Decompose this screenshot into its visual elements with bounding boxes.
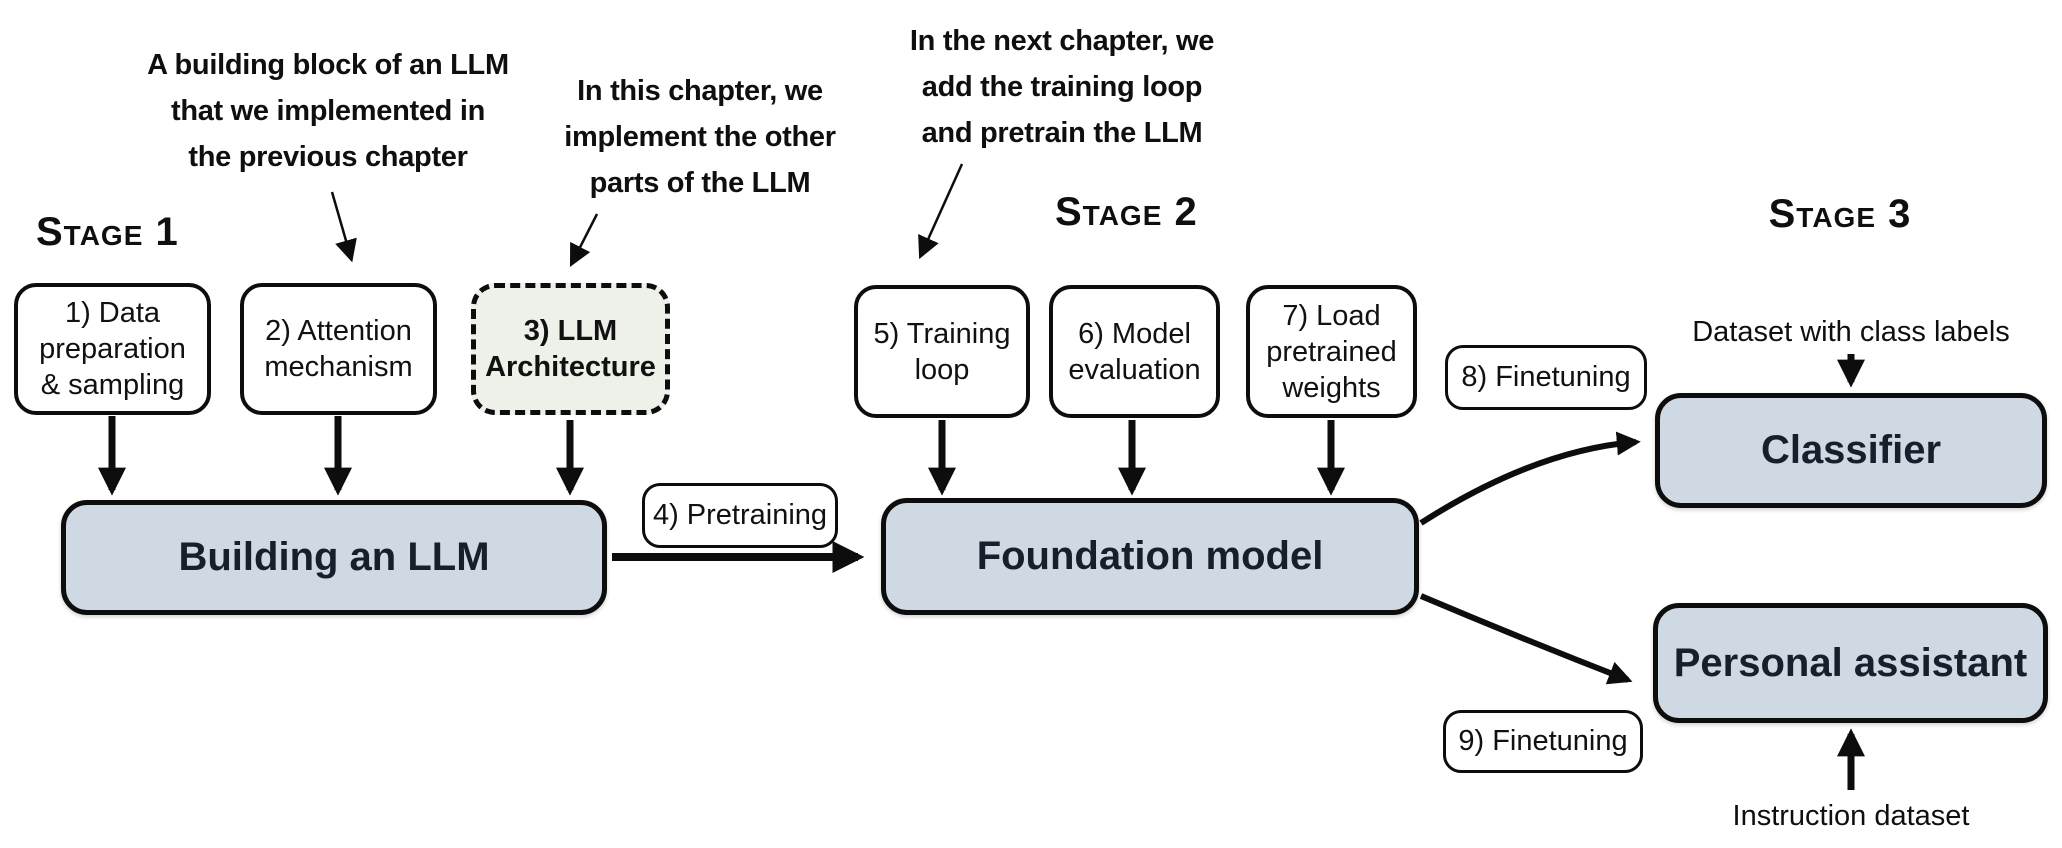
annotation-line: In this chapter, we [577,75,823,107]
finetuning-classifier-label: 8) Finetuning [1445,345,1647,410]
annotation-line: A building block of an LLM [147,49,509,81]
annotation-line: the previous chapter [188,141,468,173]
annotation-this-chapter: In this chapter, we implement the other … [564,68,836,206]
step-box-model-evaluation: 6) Model evaluation [1049,285,1220,418]
step-box-llm-architecture: 3) LLM Architecture [471,283,670,415]
annotation-arrow-building-block [330,191,357,263]
annotation-line: that we implemented in [170,95,486,127]
step-box-line: & sampling [40,369,185,401]
step-box-load-weights: 7) Load pretrained weights [1246,285,1417,418]
stage-1-label: Stage 1 [36,210,179,254]
foundation-model-box: Foundation model [881,498,1419,615]
stage-2-label: Stage 2 [1055,190,1198,234]
step-box-data-preparation: 1) Data preparation & sampling [14,283,211,415]
annotation-building-block: A building block of an LLM that we imple… [147,42,509,180]
arrow-foundation-to-classifier [1419,431,1641,526]
step-box-line: loop [914,353,970,386]
annotation-line: In the next chapter, we [909,25,1215,57]
annotation-arrow-this-chapter [569,213,599,268]
annotation-line: and pretrain the LLM [921,117,1203,149]
class-dataset-label: Dataset with class labels [1692,316,2010,348]
annotation-line: parts of the LLM [589,167,811,199]
building-llm-box: Building an LLM [61,500,607,615]
step-box-line: 5) Training [873,317,1011,350]
step-box-line: weights [1282,371,1381,404]
step-box-line: evaluation [1068,353,1201,386]
step-box-line: 3) LLM [523,315,618,347]
step-box-line: Architecture [485,351,656,383]
instruction-dataset-label: Instruction dataset [1732,800,1970,832]
step-box-line: 6) Model [1078,317,1191,350]
step-box-line: preparation [39,333,186,365]
annotation-arrow-next-chapter [918,163,964,260]
arrow-foundation-to-assistant [1419,593,1633,685]
step-box-attention: 2) Attention mechanism [240,283,437,415]
step-box-line: 1) Data [64,297,161,329]
annotation-next-chapter: In the next chapter, we add the training… [910,18,1214,156]
personal-assistant-box: Personal assistant [1653,603,2048,723]
pretraining-label: 4) Pretraining [642,483,838,548]
classifier-box: Classifier [1655,393,2047,508]
step-box-line: pretrained [1266,335,1397,368]
step-box-line: 2) Attention [265,315,412,347]
step-box-training-loop: 5) Training loop [854,285,1030,418]
step-box-line: 7) Load [1282,299,1381,332]
annotation-line: add the training loop [921,71,1203,103]
stage-3-label: Stage 3 [1768,192,1912,236]
annotation-line: implement the other [564,121,836,153]
step-box-line: mechanism [264,351,413,383]
finetuning-assistant-label: 9) Finetuning [1443,710,1643,773]
